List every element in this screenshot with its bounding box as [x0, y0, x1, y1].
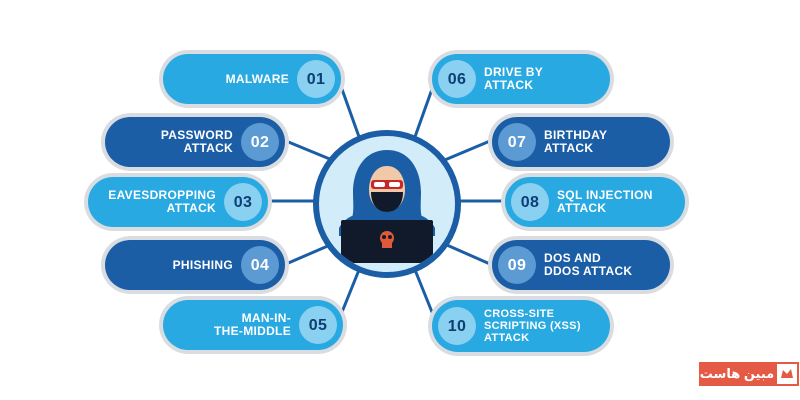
item-label: MAN-IN-THE-MIDDLE	[214, 311, 291, 338]
item-05-man-in-the-middle: MAN-IN-THE-MIDDLE 05	[163, 300, 343, 350]
item-01-malware: MALWARE 01	[163, 54, 341, 104]
item-label: MALWARE	[225, 71, 289, 86]
item-number-badge: 09	[498, 246, 536, 284]
item-number-badge: 04	[241, 246, 279, 284]
brand-logo-icon	[775, 362, 799, 386]
item-number-badge: 07	[498, 123, 536, 161]
item-number-badge: 01	[297, 60, 335, 98]
item-04-phishing: PHISHING 04	[105, 240, 285, 290]
connector-09	[438, 240, 492, 266]
connector-07	[438, 139, 492, 164]
item-number-badge: 10	[438, 307, 476, 345]
brand-text: مبین هاست	[699, 362, 775, 386]
item-number-badge: 03	[224, 183, 262, 221]
item-number-badge: 08	[511, 183, 549, 221]
item-number-badge: 02	[241, 123, 279, 161]
item-number-badge: 06	[438, 60, 476, 98]
brand-badge[interactable]: مبین هاست	[699, 362, 799, 386]
hacker-with-laptop-icon	[313, 130, 461, 278]
item-number-badge: 05	[299, 306, 337, 344]
skull-icon	[380, 231, 394, 248]
item-label: PHISHING	[172, 257, 233, 272]
